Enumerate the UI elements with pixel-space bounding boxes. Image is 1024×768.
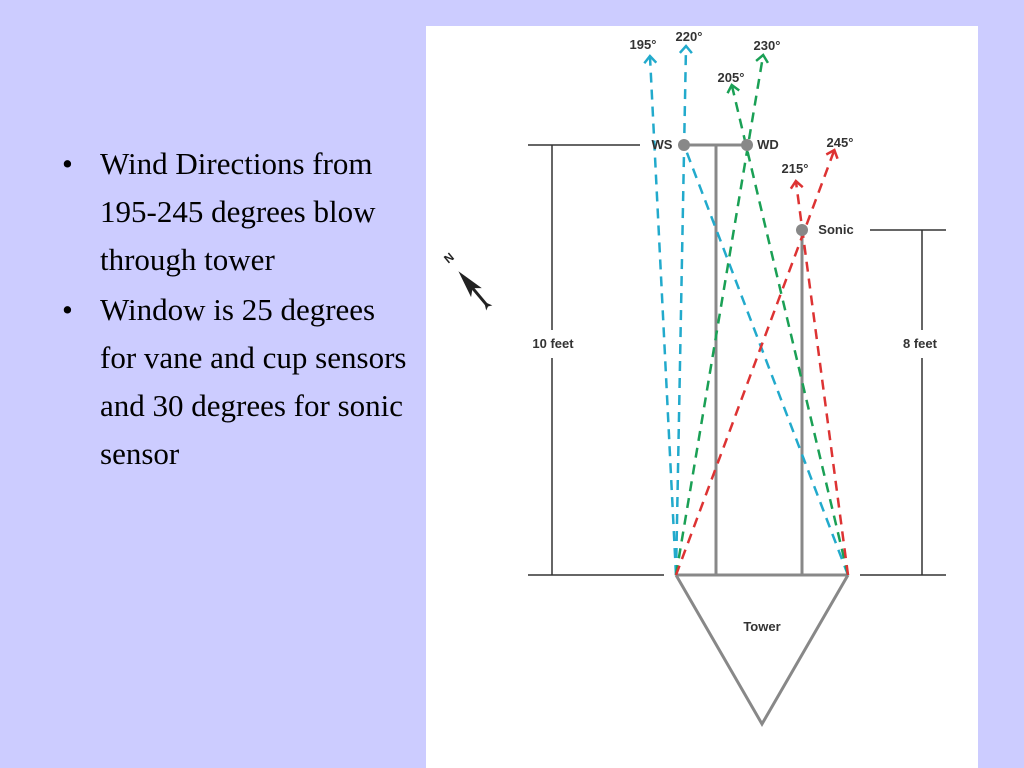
bullet-item: Wind Directions from 195-245 degrees blo…: [56, 140, 416, 284]
sonic-sensor-dot: [796, 224, 808, 236]
wd-sensor-dot: [741, 139, 753, 151]
ws-sensor-dot: [678, 139, 690, 151]
height-label-left: 10 feet: [532, 336, 574, 351]
angle-label-220: 220°: [676, 29, 703, 44]
angle-label-230: 230°: [754, 38, 781, 53]
cup-sensor-window: [643, 44, 850, 576]
sonic-label: Sonic: [818, 222, 853, 237]
angle-label-205: 205°: [718, 70, 745, 85]
north-arrow-icon: [458, 271, 493, 311]
angle-label-195: 195°: [630, 37, 657, 52]
bullet-text: Window is 25 degrees for vane and cup se…: [100, 292, 407, 471]
angle-label-245: 245°: [827, 135, 854, 150]
tower-label: Tower: [743, 619, 780, 634]
wd-label: WD: [757, 137, 779, 152]
sonic-sensor-window: [674, 148, 850, 576]
tower-structure: [674, 143, 850, 728]
ws-label: WS: [652, 137, 673, 152]
bullet-item: Window is 25 degrees for vane and cup se…: [56, 286, 416, 478]
bullet-list: Wind Directions from 195-245 degrees blo…: [56, 140, 416, 480]
dimension-left: [528, 144, 664, 576]
bullet-text: Wind Directions from 195-245 degrees blo…: [100, 146, 376, 277]
height-label-right: 8 feet: [903, 336, 938, 351]
dimension-right: [860, 229, 946, 576]
vane-sensor-window: [674, 53, 850, 576]
angle-label-215: 215°: [782, 161, 809, 176]
north-label: N: [441, 250, 457, 266]
tower-diagram: 10 feet 8 feet Tower: [426, 26, 978, 768]
